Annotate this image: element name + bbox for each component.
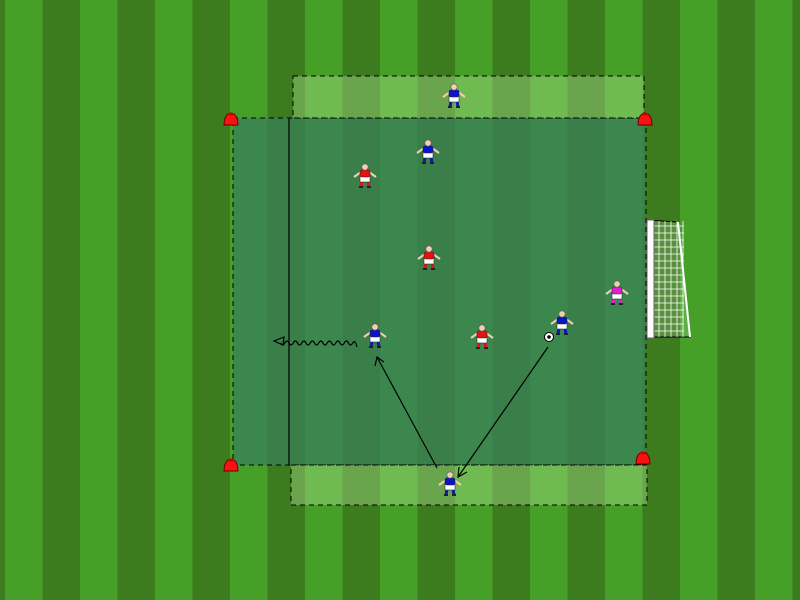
grass-stripe xyxy=(792,0,800,600)
goal-icon xyxy=(646,219,691,339)
cone-icon xyxy=(635,451,651,465)
ball-icon xyxy=(544,332,554,342)
grass-stripe xyxy=(755,0,793,600)
grass-stripe xyxy=(155,0,193,600)
main-area xyxy=(232,117,647,466)
player-icon xyxy=(416,139,440,164)
player-icon xyxy=(363,323,387,348)
cone-icon xyxy=(223,458,239,472)
player-icon xyxy=(417,245,441,270)
grass-stripe xyxy=(717,0,755,600)
grass-stripe xyxy=(5,0,43,600)
player-icon xyxy=(550,310,574,335)
cone-icon xyxy=(223,112,239,126)
grass-stripe xyxy=(80,0,118,600)
pass-arrow xyxy=(457,346,549,479)
bottom-zone xyxy=(290,464,648,506)
grass-stripe xyxy=(117,0,155,600)
pass-arrow xyxy=(374,355,438,469)
grass-stripe xyxy=(0,0,5,600)
goalkeeper-icon xyxy=(605,280,629,305)
player-icon xyxy=(353,163,377,188)
grass-stripe xyxy=(42,0,80,600)
dribble-arrow xyxy=(272,336,358,348)
player-icon xyxy=(470,324,494,349)
grass-stripe xyxy=(192,0,230,600)
player-icon xyxy=(438,471,462,496)
player-icon xyxy=(442,83,466,108)
top-zone xyxy=(292,75,645,119)
cone-icon xyxy=(637,112,653,126)
